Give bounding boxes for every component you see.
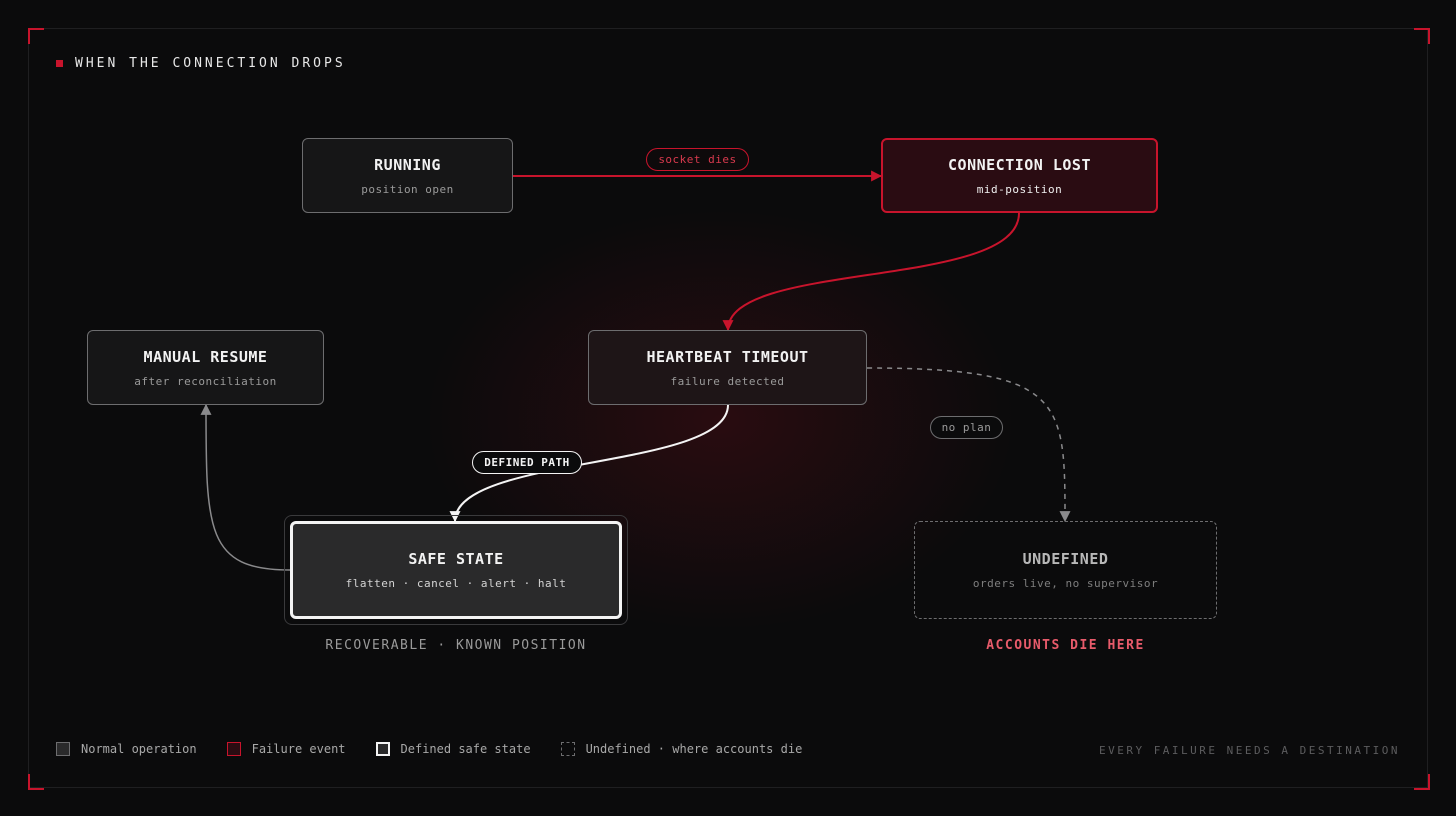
legend-item-failure: Failure event [226, 742, 346, 756]
node-heartbeat-timeout-title: HEARTBEAT TIMEOUT [646, 347, 809, 366]
legend-label-safe: Defined safe state [400, 742, 531, 756]
node-safe-state-title: SAFE STATE [408, 550, 504, 568]
node-safe-state: SAFE STATE flatten · cancel · alert · ha… [290, 521, 622, 619]
safe-state-outline [284, 515, 628, 625]
node-undefined-title: UNDEFINED [1022, 550, 1109, 568]
caption-undefined: ACCOUNTS DIE HERE [986, 638, 1145, 653]
legend-swatch-failure [226, 742, 241, 756]
node-heartbeat-timeout-subtitle: failure detected [670, 374, 785, 388]
edge-heartbeat-to-safe-state [449, 404, 729, 523]
edge-label-socket-dies: socket dies [646, 148, 749, 171]
node-manual-resume-subtitle: after reconciliation [134, 374, 277, 388]
diagram-header: WHEN THE CONNECTION DROPS [56, 56, 346, 71]
node-undefined: UNDEFINED orders live, no supervisor [914, 521, 1217, 619]
node-safe-state-subtitle: flatten · cancel · alert · halt [345, 577, 567, 590]
legend-swatch-safe [375, 742, 390, 756]
legend-swatch-normal [56, 742, 70, 756]
node-running-subtitle: position open [361, 182, 454, 196]
legend-label-failure: Failure event [251, 742, 346, 756]
node-connection-lost-title: CONNECTION LOST [948, 155, 1091, 174]
header-square-icon [56, 60, 63, 67]
legend-label-undefined: Undefined · where accounts die [585, 742, 803, 756]
diagram-title: WHEN THE CONNECTION DROPS [75, 56, 346, 71]
node-heartbeat-timeout: HEARTBEAT TIMEOUT failure detected [588, 330, 867, 405]
legend-item-safe: Defined safe state [375, 742, 531, 756]
corner-mark-top-left [28, 28, 44, 44]
legend: Normal operation Failure event Defined s… [56, 742, 832, 756]
node-undefined-subtitle: orders live, no supervisor [972, 577, 1159, 590]
legend-item-normal: Normal operation [56, 742, 197, 756]
legend-item-undefined: Undefined · where accounts die [560, 742, 803, 756]
corner-mark-top-right [1414, 28, 1430, 44]
corner-mark-bottom-right [1414, 774, 1430, 790]
node-running-title: RUNNING [374, 155, 441, 174]
corner-mark-bottom-left [28, 774, 44, 790]
node-manual-resume-title: MANUAL RESUME [143, 347, 268, 366]
caption-safe-state: RECOVERABLE · KNOWN POSITION [325, 638, 587, 653]
edge-heartbeat-to-undefined [866, 367, 1071, 523]
node-connection-lost: CONNECTION LOST mid-position [881, 138, 1158, 213]
node-manual-resume: MANUAL RESUME after reconciliation [87, 330, 324, 405]
edge-safe-state-to-manual-resume [200, 403, 291, 571]
node-running: RUNNING position open [302, 138, 513, 213]
diagram-frame [28, 28, 1428, 788]
legend-label-normal: Normal operation [81, 742, 197, 756]
footer-note: EVERY FAILURE NEEDS A DESTINATION [1098, 744, 1400, 757]
edge-label-defined-path: DEFINED PATH [472, 451, 582, 474]
node-connection-lost-subtitle: mid-position [976, 182, 1063, 196]
edge-label-no-plan: no plan [930, 416, 1003, 439]
legend-swatch-undefined [560, 742, 575, 756]
edge-connection-lost-to-heartbeat [722, 212, 1020, 332]
